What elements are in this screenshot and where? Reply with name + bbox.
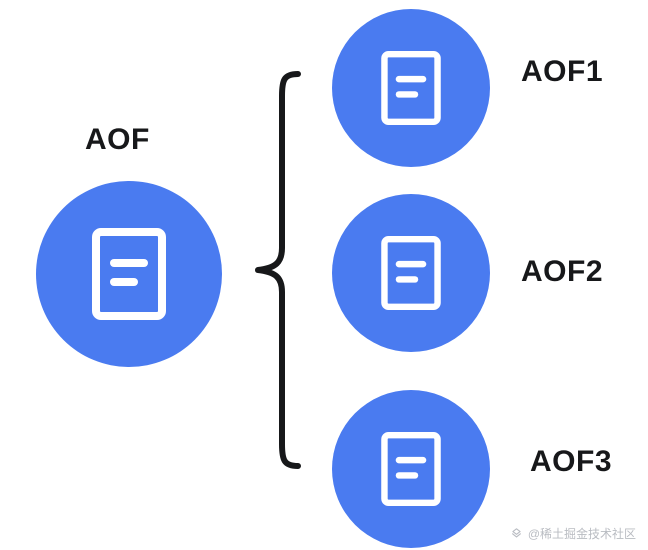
curly-brace-connector	[252, 70, 304, 470]
child-node-circle-3	[332, 390, 490, 548]
document-icon	[92, 228, 166, 320]
child-node-circle-1	[332, 9, 490, 167]
juejin-logo-icon	[511, 528, 521, 538]
watermark-text: @稀土掘金技术社区	[527, 527, 636, 541]
document-icon	[381, 51, 441, 125]
child-node-label-3: AOF3	[530, 445, 613, 478]
brace-icon	[255, 71, 301, 469]
child-node-label-1: AOF1	[521, 55, 604, 88]
watermark: @稀土掘金技术社区	[510, 525, 636, 542]
document-icon	[381, 236, 441, 310]
main-node-label: AOF	[85, 123, 150, 156]
child-node-label-2: AOF2	[521, 255, 604, 288]
main-node-circle	[36, 181, 222, 367]
child-node-circle-2	[332, 194, 490, 352]
document-icon	[381, 432, 441, 506]
